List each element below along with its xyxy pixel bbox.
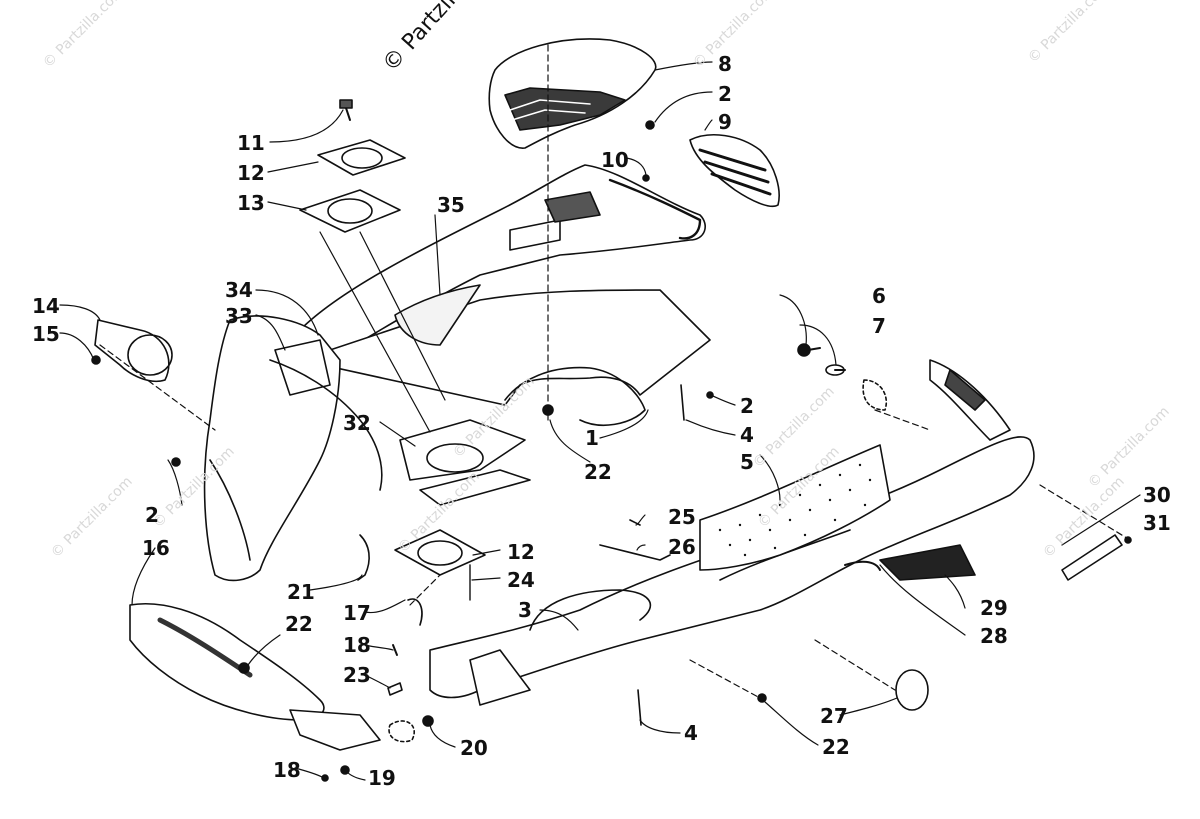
callout-11: 11 [237, 131, 265, 155]
callout-1: 1 [585, 426, 599, 450]
callout-7: 7 [872, 314, 886, 338]
callout-12: 12 [237, 161, 265, 185]
callout-2: 2 [740, 394, 754, 418]
callout-8: 8 [718, 52, 732, 76]
callout-29: 29 [980, 596, 1008, 620]
part-13-plate [299, 189, 401, 233]
callout-15: 15 [32, 322, 60, 346]
callout-18: 18 [343, 633, 371, 657]
callout-6: 6 [872, 284, 886, 308]
callout-12: 12 [507, 540, 535, 564]
part-5-tunnel [699, 444, 891, 571]
callout-35: 35 [437, 193, 465, 217]
callout-30: 30 [1143, 483, 1171, 507]
callout-33: 33 [225, 304, 253, 328]
callout-19: 19 [368, 766, 396, 790]
callout-28: 28 [980, 624, 1008, 648]
part-28-side-decal [929, 359, 1011, 441]
callout-26: 26 [668, 535, 696, 559]
part-27-cap [895, 669, 929, 711]
leader-lines [59, 44, 1141, 781]
callout-20: 20 [460, 736, 488, 760]
hardware [171, 120, 887, 782]
callout-9: 9 [718, 110, 732, 134]
callout-10: 10 [601, 148, 629, 172]
callout-27: 27 [820, 704, 848, 728]
callout-31: 31 [1143, 511, 1171, 535]
callout-23: 23 [343, 663, 371, 687]
part-1-belly-pan [299, 284, 711, 426]
callout-22: 22 [822, 735, 850, 759]
part-12-plate [317, 99, 406, 176]
callout-22: 22 [584, 460, 612, 484]
callout-3: 3 [518, 598, 532, 622]
part-14-boot [91, 319, 173, 383]
callout-17: 17 [343, 601, 371, 625]
callout-14: 14 [32, 294, 60, 318]
callout-21: 21 [287, 580, 315, 604]
callout-32: 32 [343, 411, 371, 435]
callout-4: 4 [684, 721, 698, 745]
callout-34: 34 [225, 278, 253, 302]
callout-13: 13 [237, 191, 265, 215]
callout-2: 2 [145, 503, 159, 527]
callout-22: 22 [285, 612, 313, 636]
part-12-lower-plate [394, 529, 486, 576]
part-30-plate [1061, 534, 1132, 581]
part-32-mount [399, 419, 531, 506]
callout-18: 18 [273, 758, 301, 782]
callout-16: 16 [142, 536, 170, 560]
callout-2: 2 [718, 82, 732, 106]
part-33-nose-side [203, 315, 383, 582]
callout-25: 25 [668, 505, 696, 529]
callout-5: 5 [740, 450, 754, 474]
part-16-front-bumper [129, 602, 381, 751]
callout-4: 4 [740, 423, 754, 447]
part-9-vent-grille [689, 134, 780, 208]
part-8-dash-tray [488, 38, 657, 149]
callout-24: 24 [507, 568, 535, 592]
